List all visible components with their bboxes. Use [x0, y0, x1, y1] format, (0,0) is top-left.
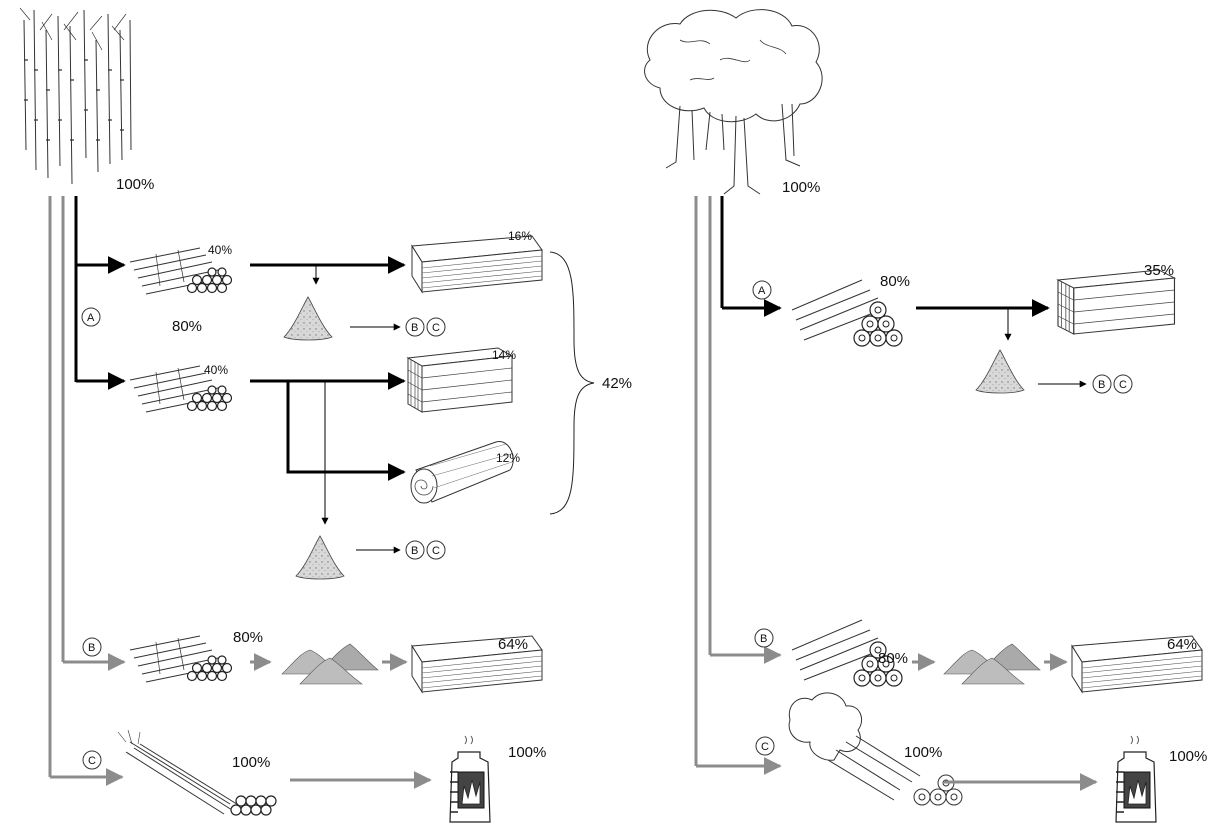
bamboo-c-stack-pct: 100% — [232, 754, 270, 771]
bamboo-source-illustration — [19, 7, 132, 185]
tree-branch-b: B 80% 64% — [710, 619, 1203, 693]
bamboo-b-sawdust — [281, 643, 379, 685]
tree-c-logs-pct: 100% — [904, 744, 942, 761]
tree-a-marker: A — [758, 285, 766, 297]
tree-c-logs — [788, 692, 963, 806]
bamboo-branch-b: B 80% 64% — [63, 629, 543, 693]
bamboo-board-16 — [411, 235, 543, 293]
tree-b-board-pct: 64% — [1167, 636, 1197, 653]
tree-waste-b: B — [1098, 379, 1105, 391]
bamboo-b-stack-pct: 80% — [233, 629, 263, 646]
bamboo-branch-a: A 80% 40% B C 16% 40% 14% 12% B C 42% — [76, 229, 632, 580]
tree-trunk-lines — [694, 196, 724, 766]
bamboo-waste-top-c: C — [432, 322, 440, 334]
bamboo-a-total-pct: 80% — [172, 318, 202, 335]
bamboo-c-marker: C — [88, 755, 96, 767]
tree-stove — [1115, 735, 1157, 823]
tree-source-illustration — [644, 9, 823, 195]
bamboo-combined-pct: 42% — [602, 375, 632, 392]
bamboo-c-bundle — [117, 729, 277, 816]
bamboo-branch-c: C 100% 100% — [50, 729, 546, 823]
tree-branch-a: A 80% B C 35% — [722, 262, 1176, 394]
tree-branch-c: C 100% 100% — [696, 692, 1207, 823]
bamboo-beam-pct: 14% — [492, 348, 516, 362]
bamboo-bottom-stack-pct: 40% — [204, 363, 228, 377]
bamboo-a-marker: A — [87, 312, 95, 324]
tree-start-pct: 100% — [782, 179, 820, 196]
bamboo-stove-pct: 100% — [508, 744, 546, 761]
bamboo-brace — [549, 251, 595, 515]
bamboo-board-pct: 16% — [508, 229, 532, 243]
bamboo-start-pct: 100% — [116, 176, 154, 193]
bamboo-waste-bottom-b: B — [411, 545, 418, 557]
tree-a-sawdust — [975, 349, 1025, 394]
bamboo-b-marker: B — [88, 642, 95, 654]
tree-a-beam — [1057, 269, 1176, 335]
bamboo-sawdust-bottom — [295, 535, 345, 580]
bamboo-waste-top-b: B — [411, 322, 418, 334]
bamboo-sawdust-top — [283, 296, 333, 341]
tree-a-beam-pct: 35% — [1144, 262, 1174, 279]
bamboo-roll-pct: 12% — [496, 451, 520, 465]
tree-b-sawdust — [943, 643, 1041, 685]
bamboo-b-stack — [129, 635, 233, 683]
tree-stove-pct: 100% — [1169, 748, 1207, 765]
tree-c-marker: C — [761, 741, 769, 753]
bamboo-waste-bottom-c: C — [432, 545, 440, 557]
bamboo-b-board-pct: 64% — [498, 636, 528, 653]
tree-a-logs-pct: 80% — [880, 273, 910, 290]
bamboo-top-stack-pct: 40% — [208, 243, 232, 257]
bamboo-stove — [449, 735, 491, 823]
tree-b-logs-pct: 80% — [878, 650, 908, 667]
tree-b-marker: B — [760, 633, 767, 645]
tree-waste-c: C — [1119, 379, 1127, 391]
bamboo-trunk-lines — [48, 196, 78, 777]
